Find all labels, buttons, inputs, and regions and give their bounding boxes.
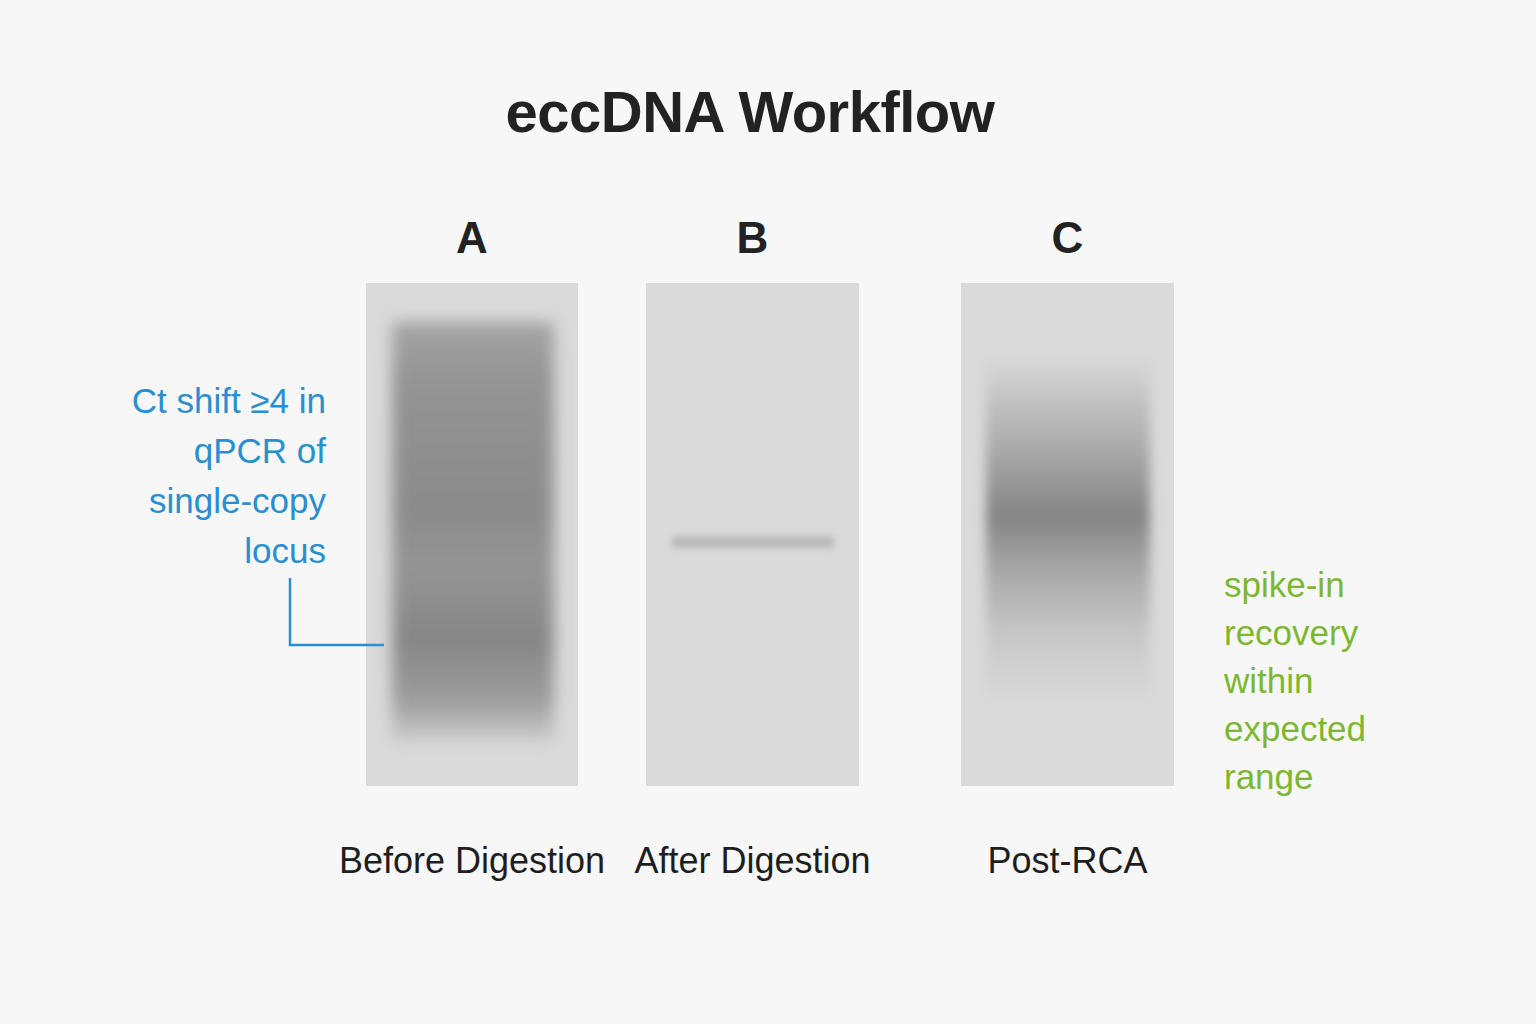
lane-letter: C: [941, 213, 1194, 263]
lane-letter: A: [346, 213, 598, 263]
gel-lane: ABefore Digestion: [366, 283, 578, 786]
qc-note: spike-in recovery within expected range: [1224, 561, 1406, 801]
lane-label: Post-RCA: [931, 811, 1204, 911]
gel-lane: CPost-RCA: [961, 283, 1174, 786]
leader-line: [290, 578, 384, 645]
lane-label: After Digestion: [616, 811, 889, 911]
lane-letter: B: [626, 213, 879, 263]
callout-note: Ct shift ≥4 in qPCR of single-copy locus: [88, 376, 326, 576]
lane-label: Before Digestion: [336, 811, 608, 911]
dna-smear: [986, 362, 1150, 698]
dna-band: [672, 536, 834, 548]
gel-lane: BAfter Digestion: [646, 283, 859, 786]
diagram-title: eccDNA Workflow: [0, 78, 1500, 145]
dna-smear: [392, 322, 554, 742]
